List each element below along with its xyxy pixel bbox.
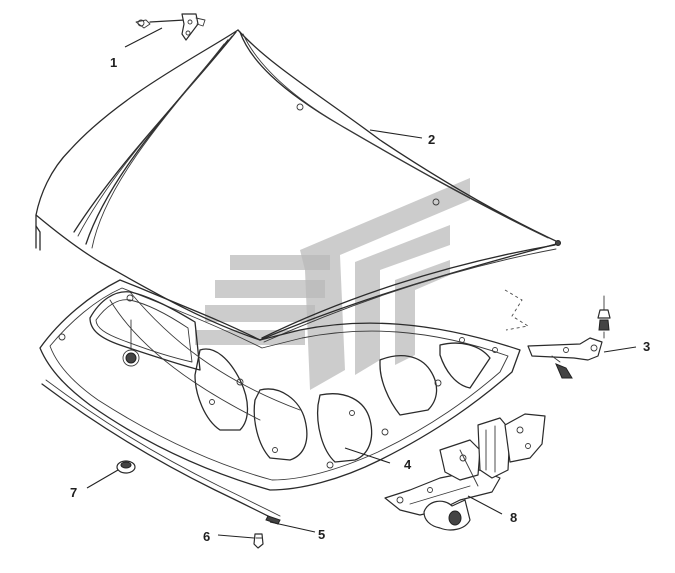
callout-labels: 1 2 3 4 5 6 7 8: [70, 55, 650, 544]
part-2-hood-panel: [35, 29, 561, 343]
callout-8: 8: [510, 510, 517, 525]
part-4-inner-frame: [39, 279, 521, 491]
part-3-bracket: [504, 289, 611, 379]
part-5-seal-strip: [41, 379, 281, 525]
callout-2: 2: [428, 132, 435, 147]
part-8-latch: [384, 413, 546, 531]
callout-3: 3: [643, 339, 650, 354]
callout-5: 5: [318, 527, 325, 542]
part-1-hinge-clip: [135, 13, 206, 41]
callout-1: 1: [110, 55, 117, 70]
part-6-clip: [253, 533, 264, 549]
part-7-bumper-stop: [116, 460, 136, 474]
callout-7: 7: [70, 485, 77, 500]
callout-6: 6: [203, 529, 210, 544]
watermark-logo: [195, 178, 470, 390]
leader-lines: [86, 27, 637, 539]
callout-4: 4: [404, 457, 412, 472]
